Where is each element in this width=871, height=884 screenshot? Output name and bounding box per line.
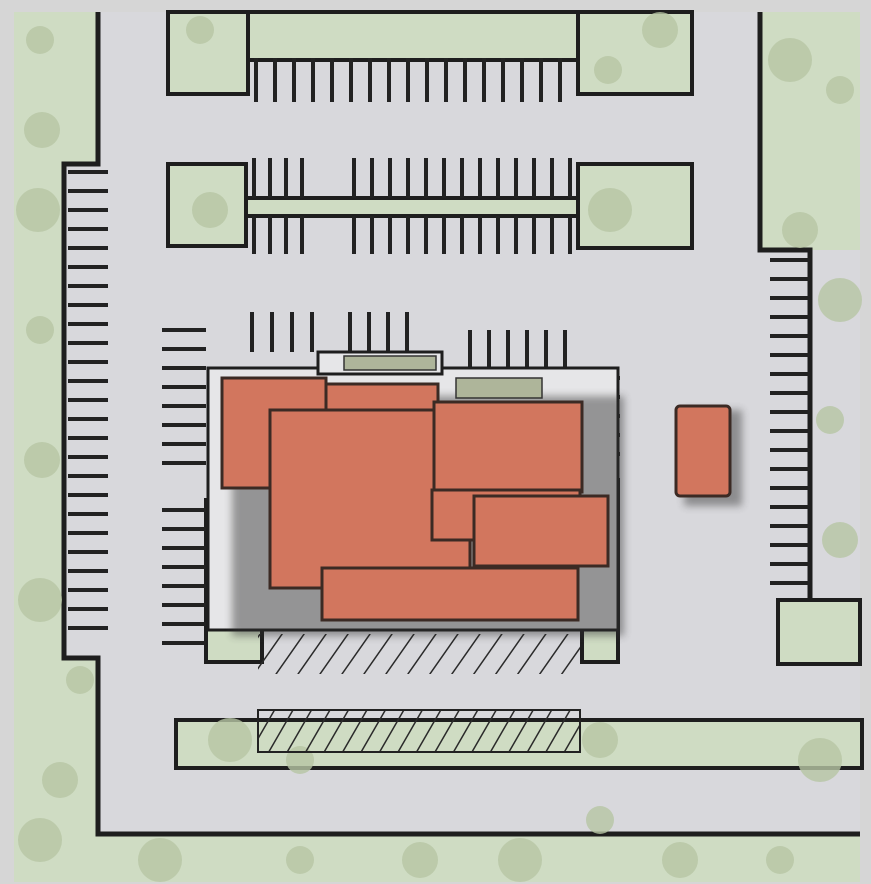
tree-icon (42, 762, 78, 798)
tree-icon (586, 806, 614, 834)
tree-icon (818, 278, 862, 322)
main-building (220, 376, 610, 622)
tree-icon (816, 406, 844, 434)
curb-lines (61, 12, 860, 837)
tree-icon (594, 56, 622, 84)
tree-icon (66, 666, 94, 694)
tree-icon (186, 16, 214, 44)
tree-icon (798, 738, 842, 782)
tree-icon (822, 522, 858, 558)
roof-section-southeast (472, 494, 610, 568)
tree-icon (498, 838, 542, 882)
roof-section-south (320, 566, 580, 622)
tree-icon (26, 26, 54, 54)
outparcel-building (674, 404, 732, 498)
crosswalk-hatch (257, 709, 581, 753)
tree-icon (138, 838, 182, 882)
tree-icon (192, 192, 228, 228)
tree-icon (16, 188, 60, 232)
tree-icon (582, 722, 618, 758)
tree-icon (768, 38, 812, 82)
tree-icon (766, 846, 794, 874)
roof-section-east (432, 400, 584, 494)
tree-icon (24, 442, 60, 478)
tree-icon (588, 188, 632, 232)
loading-zone-hatch (258, 634, 580, 674)
tree-icon (208, 718, 252, 762)
tree-icon (782, 212, 818, 248)
tree-icon (24, 112, 60, 148)
tree-icon (18, 818, 62, 862)
tree-icon (642, 12, 678, 48)
roof-section-north-strip (324, 382, 440, 412)
tree-icon (18, 578, 62, 622)
tree-icon (26, 316, 54, 344)
tree-icon (826, 76, 854, 104)
tree-icon (662, 842, 698, 878)
rooftop-units (343, 355, 543, 399)
tree-icon (286, 846, 314, 874)
tree-canopies (16, 12, 862, 882)
tree-icon (402, 842, 438, 878)
